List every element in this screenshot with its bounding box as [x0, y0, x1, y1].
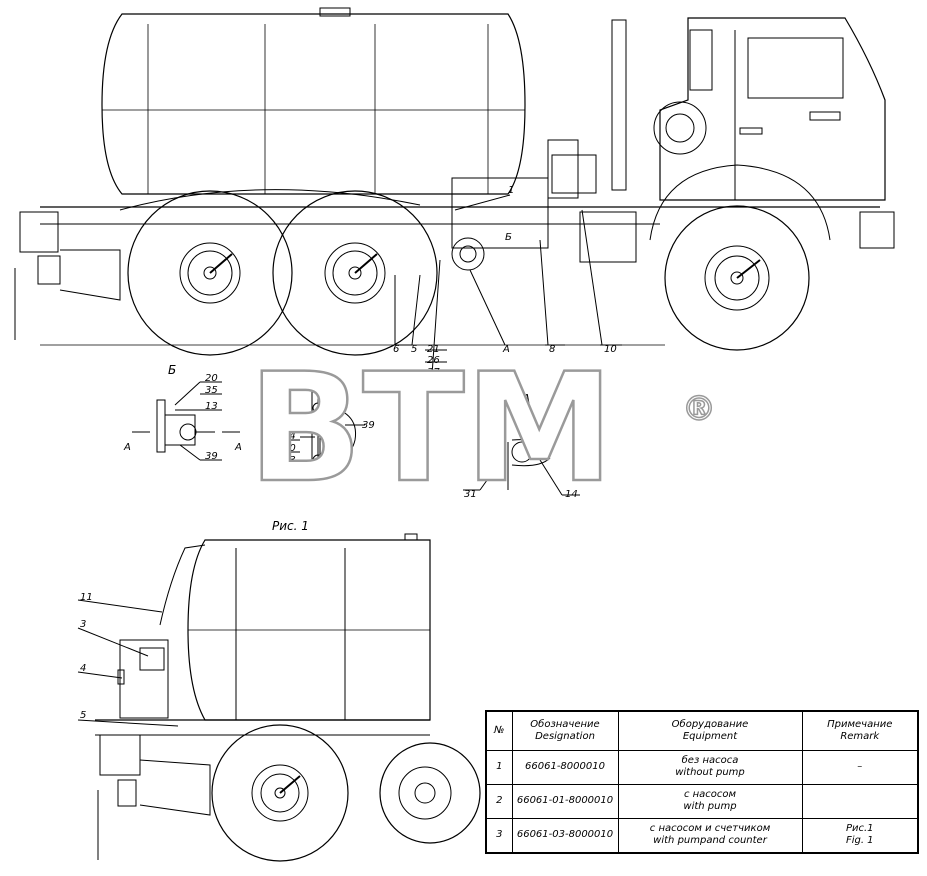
tank-body: [101, 13, 526, 195]
watermark-logo: BTM: [248, 342, 614, 516]
cell-designation: 66061-03-8000010: [511, 817, 619, 854]
callouts: 1 Б 6 5 21 26 37 А 8 10 Б 20 35 13 39 А …: [80, 185, 617, 721]
fig1-wheel-2: [379, 742, 481, 844]
cell-remark: Рис.1 Fig. 1: [801, 817, 919, 854]
pump-box: [451, 177, 549, 249]
cell-remark: –: [801, 750, 919, 785]
fig1-tank: [187, 539, 431, 721]
cell-equipment: с насосом with pump: [617, 783, 803, 819]
view-a-detail: [463, 439, 580, 496]
table-row: 3 66061-03-8000010 с насосом и счетчиком…: [485, 817, 919, 854]
callout-14: 14: [565, 489, 578, 500]
cell-designation: 66061-8000010: [511, 750, 619, 785]
callout-5-fig1: 5: [80, 710, 86, 721]
cell-num: 1: [485, 750, 513, 785]
view-b-title: Б: [168, 363, 176, 377]
cab: [659, 17, 886, 201]
callout-33: 33: [283, 455, 296, 466]
callout-6: 6: [393, 344, 399, 355]
table-row: 1 66061-8000010 без насоса without pump …: [485, 750, 919, 785]
callout-24: 24: [283, 431, 296, 442]
cell-equipment: с насосом и счетчиком with pumpand count…: [617, 817, 803, 854]
specification-table: № Обозначение Designation Оборудование E…: [485, 710, 919, 854]
view-vv-title: В-В: [298, 370, 319, 384]
header-remark: Примечание Remark: [801, 710, 919, 751]
callout-21: 21: [427, 344, 440, 355]
main-side-view: [14, 7, 895, 376]
manhole: [319, 7, 351, 17]
callout-3: 3: [80, 619, 86, 630]
figure-1-view: [77, 533, 481, 862]
rear-wheel-2: [272, 190, 438, 356]
header-designation: Обозначение Designation: [511, 710, 619, 751]
fig1-cabinet: [119, 639, 169, 719]
section-arrow-right: А: [234, 442, 242, 453]
watermark-registered: ®: [682, 389, 716, 429]
callout-10: 10: [604, 344, 617, 355]
table-header-row: № Обозначение Designation Оборудование E…: [485, 710, 919, 751]
cell-num: 3: [485, 817, 513, 854]
callout-1: 1: [508, 185, 514, 196]
callout-35: 35: [205, 385, 218, 396]
callout-13: 13: [205, 401, 218, 412]
figure-caption: Рис. 1: [272, 519, 309, 533]
cell-equipment: без насоса without pump: [617, 750, 803, 785]
view-a-title: А: [521, 392, 530, 406]
callout-11: 11: [80, 592, 93, 603]
fig1-wheel-1: [211, 724, 349, 862]
cell-remark: [801, 783, 919, 819]
header-num: №: [485, 710, 513, 751]
front-wheel: [664, 205, 810, 351]
cell-num: 2: [485, 783, 513, 819]
view-vv-detail: [282, 391, 365, 481]
view-b-detail: [132, 381, 240, 461]
callout-4: 4: [80, 663, 86, 674]
header-equipment: Оборудование Equipment: [617, 710, 803, 751]
cell-designation: 66061-01-8000010: [511, 783, 619, 819]
callout-39-vv: 39: [362, 420, 375, 431]
callout-30: 30: [283, 443, 296, 454]
callout-31: 31: [464, 489, 477, 500]
rear-wheel-1: [127, 190, 293, 356]
callout-37: 37: [427, 367, 440, 378]
callout-39-b: 39: [205, 451, 218, 462]
table-row: 2 66061-01-8000010 с насосом with pump: [485, 783, 919, 819]
callout-5: 5: [411, 344, 417, 355]
callout-b-main: Б: [505, 232, 512, 243]
callout-20: 20: [205, 373, 218, 384]
callout-a-main: А: [502, 344, 510, 355]
section-arrow-left: А: [123, 442, 131, 453]
callout-26: 26: [427, 355, 440, 366]
callout-8: 8: [549, 344, 555, 355]
